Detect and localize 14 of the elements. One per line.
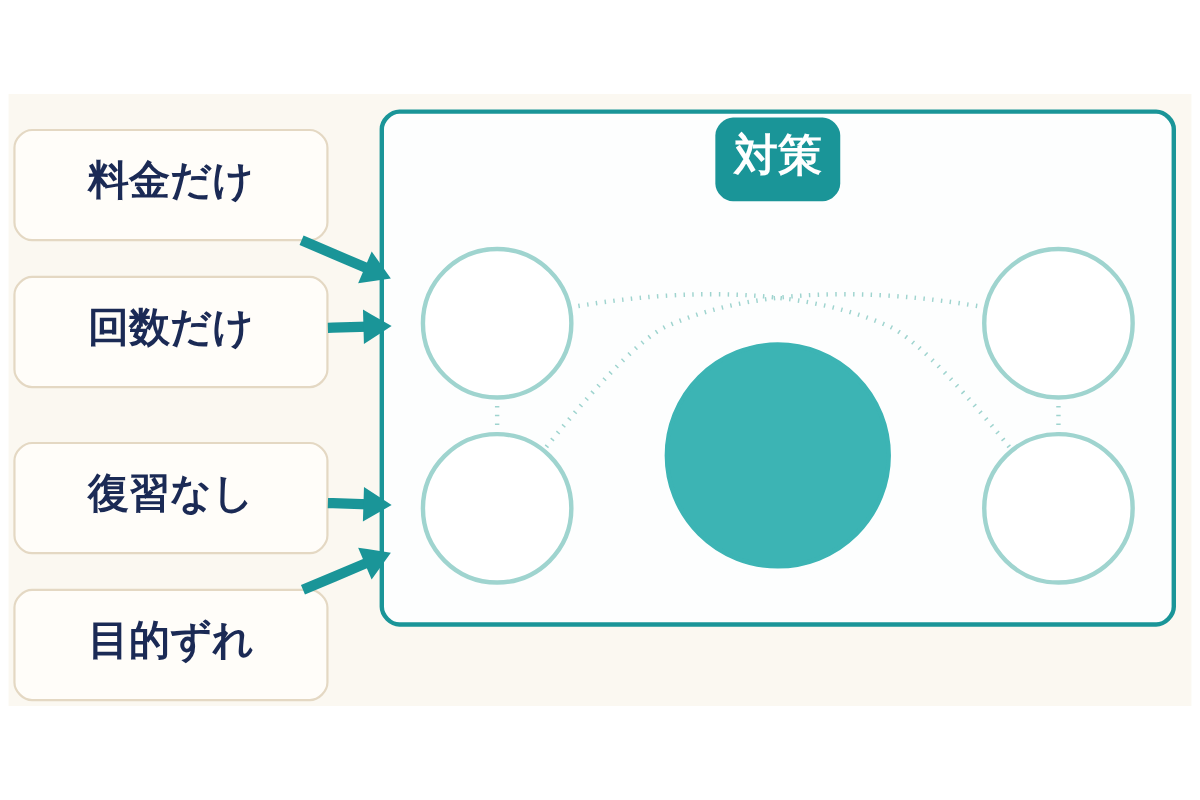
arrow — [300, 547, 391, 595]
arrow — [299, 235, 391, 284]
node-circle — [420, 431, 574, 585]
node-circle — [982, 431, 1135, 585]
arrow — [327, 486, 392, 522]
node-box: 復習なし — [13, 441, 329, 555]
node-box: 目的ずれ — [13, 588, 329, 702]
node-circle — [420, 246, 574, 400]
node-box: 料金だけ — [13, 128, 329, 242]
node-box: 回数だけ — [13, 275, 329, 389]
arrow — [327, 309, 392, 345]
node-circle — [982, 246, 1135, 400]
cluster: 対策 — [379, 109, 1176, 627]
node-circle — [664, 342, 891, 569]
